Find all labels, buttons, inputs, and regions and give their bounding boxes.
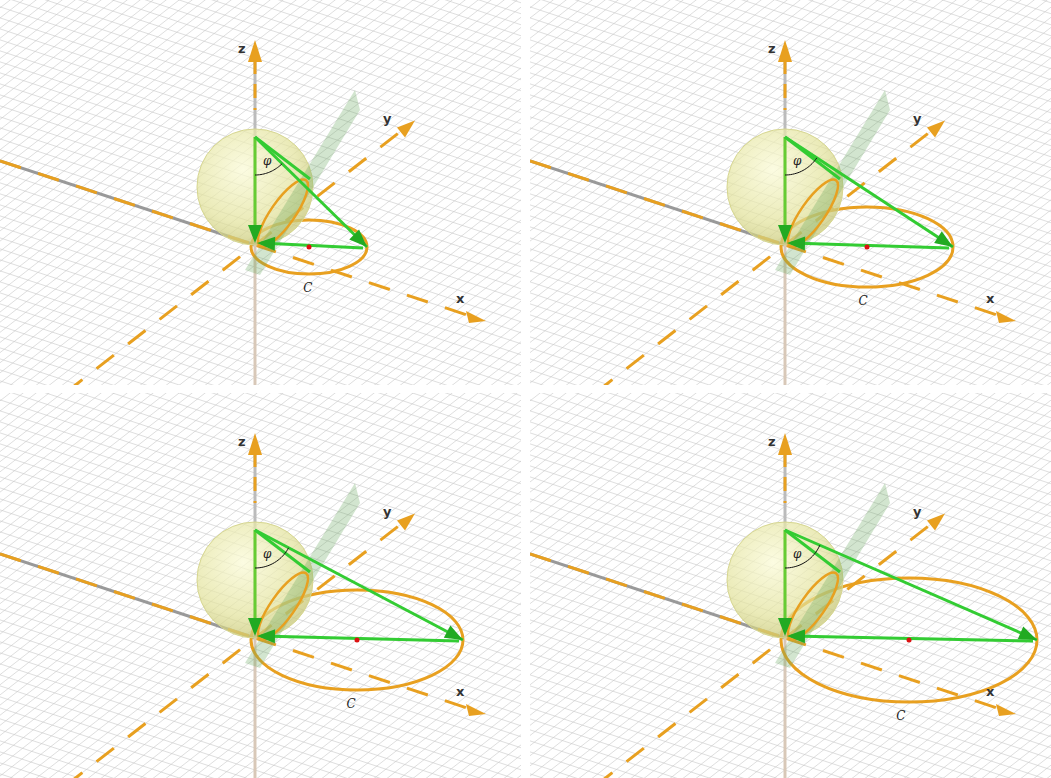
sphere [727,522,843,638]
slant-arrowhead [444,625,463,640]
vertical-arrowhead [778,225,792,243]
y-axis [65,523,403,778]
base-arrowhead [257,629,275,643]
axis-label: z [768,435,776,448]
axis-label: z [238,42,246,55]
x-axis-positive [785,638,1000,709]
floor-grid [530,393,1051,778]
circle-center [307,245,312,250]
scene-panel [530,0,1051,385]
sphere-section [250,566,316,645]
y-axis-arrowhead [927,121,945,138]
base-vector [791,243,949,248]
x-axis-arrowhead [466,311,486,323]
circle-center [907,638,912,643]
cutting-plane [775,483,890,668]
y-axis-arrowhead [397,121,415,138]
axis-label: y [913,112,921,125]
vertical-vector [784,137,787,239]
y-axis-arrowhead [397,514,415,531]
curve-label: C [346,698,355,710]
floor-grid [0,393,521,778]
angle-label: φ [793,548,801,560]
z-axis [254,453,257,638]
z-axis-arrowhead [248,433,262,455]
base-arrowhead [257,237,275,251]
sphere [197,129,313,245]
angle-arc [255,548,289,568]
curve-label: C [303,282,312,294]
axis-label: x [986,292,994,305]
x-axis-arrowhead [996,311,1016,323]
z-axis [784,60,787,245]
y-axis [595,523,933,778]
axis-label: y [913,505,921,518]
axis-label: x [986,685,994,698]
floor-grid [0,0,521,385]
curve-label: C [858,295,867,307]
z-axis [784,453,787,638]
axis-label: z [768,42,776,55]
base-vector [791,636,1033,641]
angle-label: φ [263,155,271,167]
x-axis-arrowhead [996,704,1016,716]
y-axis [595,130,933,385]
scene-panel [530,393,1051,778]
curve-label: C [896,710,905,722]
z-axis-dashes [784,60,787,110]
axis-label: x [456,685,464,698]
circle-center [865,245,870,250]
sphere-section [780,173,846,252]
axis-label: y [383,112,391,125]
y-axis [65,130,403,385]
scene-panel [0,393,521,778]
slant-vector [785,137,953,247]
z-axis-arrowhead [778,433,792,455]
sphere [727,129,843,245]
base-vector [261,636,459,641]
axis-label: z [238,435,246,448]
x-axis-arrowhead [466,704,486,716]
slant-vector [255,137,367,247]
base-arrowhead [787,236,805,250]
cutting-plane [775,90,890,275]
z-axis-dashes [784,453,787,503]
z-axis-arrowhead [248,40,262,62]
sphere-chord [255,530,310,572]
floor-grid [530,0,1051,385]
base-arrowhead [787,629,805,643]
vertical-arrowhead [248,225,262,243]
z-axis-dashes [254,60,257,110]
y-axis-arrowhead [927,514,945,531]
vertical-vector [784,530,787,632]
vertical-arrowhead [248,618,262,636]
slant-vector [255,530,463,640]
z-axis-dashes [254,453,257,503]
z-axis [254,60,257,245]
slant-arrowhead [934,231,953,247]
axis-label: x [456,292,464,305]
sphere [197,522,313,638]
scene-panel [0,0,521,385]
slant-arrowhead [349,229,367,247]
slant-arrowhead [1018,626,1037,640]
angle-arc [785,545,820,568]
circle-center [355,638,360,643]
angle-label: φ [793,155,801,167]
vertical-vector [254,530,257,632]
angle-label: φ [263,548,271,560]
axis-label: y [383,505,391,518]
vertical-vector [254,137,257,239]
vertical-arrowhead [778,618,792,636]
slant-vector [785,530,1037,640]
base-vector [261,243,363,248]
sphere-section [780,566,846,645]
z-axis-arrowhead [778,40,792,62]
